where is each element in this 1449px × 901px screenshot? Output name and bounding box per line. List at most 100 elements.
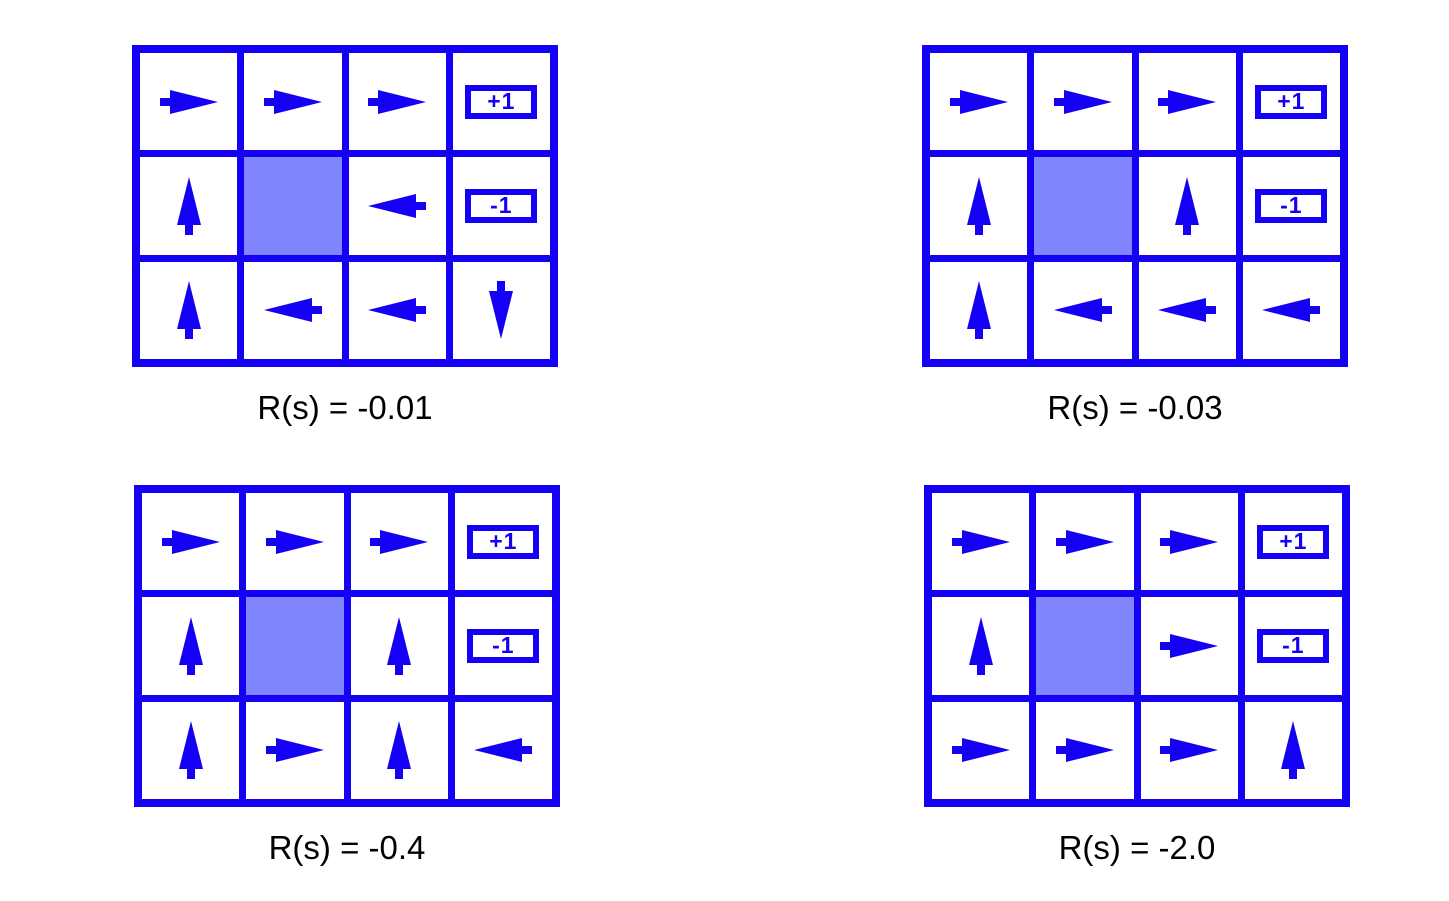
grid-cell-action-right bbox=[140, 53, 238, 151]
arrow-right-glyph bbox=[1160, 529, 1219, 554]
arrow-left-glyph bbox=[263, 298, 322, 323]
arrow-right-glyph bbox=[1053, 89, 1112, 114]
arrow-right-icon bbox=[932, 493, 1029, 590]
grid-cell-action-left bbox=[244, 261, 342, 359]
terminal-positive-reward-box: +1 bbox=[1255, 84, 1328, 119]
arrow-up-icon bbox=[1245, 702, 1342, 799]
grid-cell-action-up bbox=[930, 261, 1028, 359]
arrow-right-glyph bbox=[1055, 738, 1114, 763]
grid-cell-action-up bbox=[1138, 157, 1236, 255]
arrow-up-glyph bbox=[178, 721, 203, 780]
arrow-right-icon bbox=[142, 493, 239, 590]
arrow-left-glyph bbox=[1262, 298, 1321, 323]
arrow-down-glyph bbox=[489, 281, 514, 340]
policy-grid: +1-1 bbox=[134, 485, 560, 807]
arrow-up-icon bbox=[351, 597, 448, 694]
panel-caption: R(s) = -0.03 bbox=[1047, 389, 1223, 426]
terminal-negative-reward-box: -1 bbox=[1257, 628, 1330, 663]
arrow-right-icon bbox=[244, 53, 341, 150]
grid-cell-terminal-positive: +1 bbox=[454, 493, 552, 591]
grid-cell-wall bbox=[1036, 597, 1134, 695]
grid-cell-action-up bbox=[142, 701, 240, 799]
arrow-right-glyph bbox=[265, 529, 324, 554]
arrow-right-icon bbox=[1034, 53, 1131, 150]
arrow-right-icon bbox=[246, 702, 343, 799]
policy-grid: +1 -1 bbox=[132, 45, 558, 367]
grid-cell-action-left bbox=[348, 261, 446, 359]
grid-cell-action-left bbox=[1242, 261, 1340, 359]
arrow-right-icon bbox=[349, 53, 446, 150]
grid-cell-terminal-negative: -1 bbox=[452, 157, 550, 255]
panel-caption: R(s) = -2.0 bbox=[1058, 829, 1216, 866]
arrow-up-icon bbox=[351, 702, 448, 799]
arrow-right-glyph bbox=[159, 89, 218, 114]
grid-cell-action-down bbox=[452, 261, 550, 359]
arrow-up-glyph bbox=[387, 721, 412, 780]
grid-cell-action-left bbox=[1034, 261, 1132, 359]
arrow-left-glyph bbox=[368, 298, 427, 323]
arrow-up-icon bbox=[930, 262, 1027, 359]
arrow-up-glyph bbox=[176, 281, 201, 340]
arrow-up-glyph bbox=[1281, 721, 1306, 780]
grid-cell-action-up bbox=[930, 157, 1028, 255]
grid-cell-action-right bbox=[350, 493, 448, 591]
arrow-up-icon bbox=[140, 157, 237, 254]
arrow-down-icon bbox=[453, 262, 550, 359]
grid-cell-action-up bbox=[142, 597, 240, 695]
grid-cell-wall bbox=[246, 597, 344, 695]
grid-cell-wall bbox=[244, 157, 342, 255]
arrow-up-glyph bbox=[178, 616, 203, 675]
grid-cell-action-right bbox=[142, 493, 240, 591]
arrow-right-icon bbox=[351, 493, 448, 590]
grid-cell-action-right bbox=[1036, 493, 1134, 591]
grid-cell-action-right bbox=[930, 53, 1028, 151]
arrow-right-icon bbox=[1141, 597, 1238, 694]
arrow-right-icon bbox=[1141, 702, 1238, 799]
arrow-up-glyph bbox=[968, 616, 993, 675]
arrow-left-glyph bbox=[368, 193, 427, 218]
arrow-up-icon bbox=[140, 262, 237, 359]
grid-cell-terminal-positive: +1 bbox=[452, 53, 550, 151]
arrow-right-icon bbox=[1036, 702, 1133, 799]
arrow-up-icon bbox=[932, 597, 1029, 694]
grid-cell-action-right bbox=[932, 701, 1030, 799]
panel-caption: R(s) = -0.01 bbox=[257, 389, 433, 426]
terminal-negative-reward-box: -1 bbox=[1255, 188, 1328, 223]
arrow-up-icon bbox=[142, 702, 239, 799]
arrow-right-glyph bbox=[161, 529, 220, 554]
arrow-right-glyph bbox=[1158, 89, 1217, 114]
grid-cell-action-right bbox=[246, 701, 344, 799]
policy-grid: +1 -1 bbox=[924, 485, 1350, 807]
grid-cell-action-right bbox=[246, 493, 344, 591]
arrow-right-glyph bbox=[370, 529, 429, 554]
arrow-left-icon bbox=[455, 702, 552, 799]
arrow-right-icon bbox=[1036, 493, 1133, 590]
arrow-left-icon bbox=[244, 262, 341, 359]
arrow-up-icon bbox=[142, 597, 239, 694]
grid-cell-action-right bbox=[1034, 53, 1132, 151]
grid-cell-action-right bbox=[1036, 701, 1134, 799]
terminal-positive-reward-box: +1 bbox=[1257, 524, 1330, 559]
arrow-right-glyph bbox=[265, 738, 324, 763]
grid-cell-action-right bbox=[1140, 493, 1238, 591]
grid-cell-action-up bbox=[140, 157, 238, 255]
arrow-left-icon bbox=[349, 157, 446, 254]
grid-cell-action-up bbox=[140, 261, 238, 359]
arrow-right-icon bbox=[932, 702, 1029, 799]
arrow-up-glyph bbox=[966, 176, 991, 235]
arrow-right-glyph bbox=[949, 89, 1008, 114]
arrow-right-icon bbox=[1141, 493, 1238, 590]
grid-cell-terminal-negative: -1 bbox=[454, 597, 552, 695]
arrow-right-icon bbox=[140, 53, 237, 150]
grid-cell-action-up bbox=[350, 597, 448, 695]
grid-cell-wall bbox=[1034, 157, 1132, 255]
terminal-positive-reward-box: +1 bbox=[465, 84, 538, 119]
arrow-up-glyph bbox=[966, 281, 991, 340]
arrow-right-glyph bbox=[951, 738, 1010, 763]
arrow-up-icon bbox=[1139, 157, 1236, 254]
policy-grid: +1 -1 bbox=[922, 45, 1348, 367]
